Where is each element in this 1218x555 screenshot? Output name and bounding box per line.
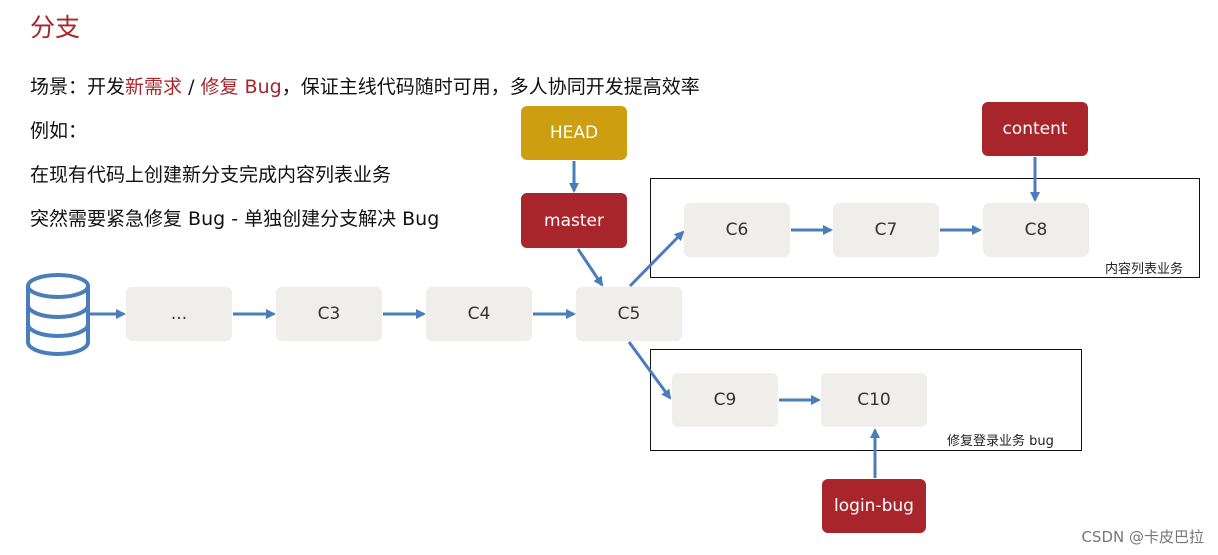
commit-c6: C6	[684, 203, 790, 257]
commit-c3: C3	[276, 287, 382, 341]
arrow-master-to-c5	[576, 248, 604, 287]
commit-c4: C4	[426, 287, 532, 341]
arrow-c5-to-c9	[627, 341, 672, 400]
content-branch-group-label: 内容列表业务	[1105, 262, 1184, 277]
commit-c7: C7	[833, 203, 939, 257]
commit-c8: C8	[983, 203, 1089, 257]
scenario-prefix: 场景：开发	[30, 76, 126, 98]
branch-content: content	[982, 102, 1088, 156]
branch-master: master	[521, 193, 627, 248]
head-pointer: HEAD	[521, 106, 627, 160]
commit-ellipsis: ...	[126, 287, 232, 341]
scenario-line: 场景：开发新需求 / 修复 Bug，保证主线代码随时可用，多人协同开发提高效率	[30, 72, 700, 99]
commit-c5: C5	[576, 287, 682, 341]
scenario-slash: /	[182, 76, 201, 98]
example-bugfix: 突然需要紧急修复 Bug - 单独创建分支解决 Bug	[30, 208, 440, 230]
content-branch-group	[650, 178, 1200, 278]
scenario-fix-bug: 修复 Bug	[200, 76, 282, 98]
commit-c9: C9	[672, 373, 778, 427]
arrow-c5-to-c6	[628, 230, 685, 288]
example-content-list: 在现有代码上创建新分支完成内容列表业务	[30, 164, 392, 186]
scenario-suffix: ，保证主线代码随时可用，多人协同开发提高效率	[281, 76, 700, 98]
commit-c10: C10	[821, 373, 927, 427]
bug-branch-group	[650, 349, 1082, 451]
example-label: 例如：	[30, 120, 88, 142]
watermark: CSDN @卡皮巴拉	[1081, 528, 1204, 546]
branch-login-bug: login-bug	[822, 479, 926, 533]
scenario-new-requirement: 新需求	[125, 76, 183, 98]
page-title: 分支	[30, 13, 81, 42]
database-icon	[26, 273, 90, 356]
bug-branch-group-label: 修复登录业务 bug	[947, 434, 1054, 449]
